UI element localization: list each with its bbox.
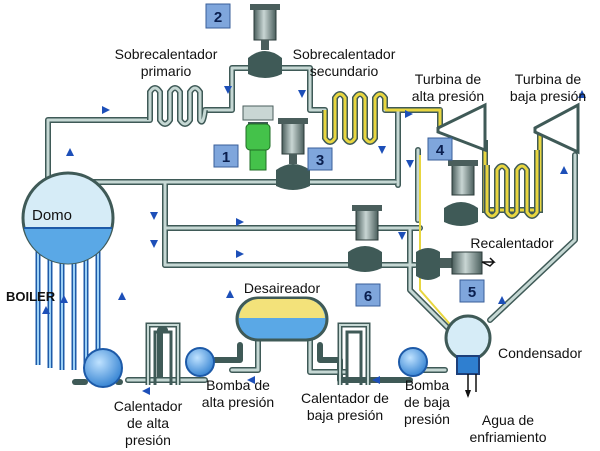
valve-number-box-3: 3 [307,147,333,171]
label-bomba-alta-2: alta presión [202,394,274,410]
label-boiler: BOILER [6,289,56,304]
valve-number-box-1: 1 [213,144,239,168]
label-bomba-alta-1: Bomba de [206,377,270,393]
bomba-baja [398,347,428,377]
label-calentador-baja-2: baja presión [307,407,383,423]
valve-number-box-5: 5 [459,279,485,303]
valve-number-2: 2 [214,9,222,26]
flow-arrows [42,86,586,395]
valve-number-box-2: 2 [205,3,231,29]
condensador [444,314,492,398]
bomba-alta [185,347,215,377]
domo-drum [21,171,115,265]
label-sobrecalentador-primario-2: primario [141,63,192,79]
label-calentador-baja-1: Calentador de [301,390,389,406]
valve-number-box-6: 6 [355,283,381,307]
control-valve-2 [248,4,282,78]
label-bomba-baja-1: Bomba [405,377,450,393]
calentador-alta [145,322,181,385]
text-labels: Sobrecalentador primario Sobrecalentador… [6,46,586,448]
primary-superheater-coil [147,85,208,127]
reheater-coil [484,150,540,219]
label-condensador: Condensador [498,345,582,361]
control-valve-4 [444,160,478,226]
label-bomba-baja-2: de baja [404,394,450,410]
label-turbina-alta-1: Turbina de [415,71,482,87]
label-sobrecalentador-primario-1: Sobrecalentador [115,46,218,62]
label-calentador-alta-1: Calentador [114,398,183,414]
control-valve-1 [242,105,274,171]
label-calentador-alta-3: presión [125,432,171,448]
valve-number-3: 3 [316,152,324,169]
valve-number-6: 6 [364,288,372,305]
secondary-superheater-coil [322,91,388,145]
label-domo: Domo [32,207,72,224]
valve-number-5: 5 [468,284,476,301]
label-turbina-baja-2: baja presión [510,88,586,104]
calentador-baja [337,322,371,385]
boiler-tubes [35,245,123,388]
valve-number-box-4: 4 [427,137,453,161]
label-desaireador: Desaireador [244,280,321,296]
desaireador-tank [235,296,329,342]
label-sobrecalentador-secundario-1: Sobrecalentador [293,46,396,62]
label-agua-enfriamiento-1: Agua de [482,412,534,428]
control-valve-6 [348,205,382,272]
label-bomba-baja-3: presión [404,411,450,427]
valve-number-4: 4 [436,142,445,159]
valve-number-1: 1 [222,149,230,166]
label-turbina-baja-1: Turbina de [515,71,582,87]
control-valve-5 [416,248,496,280]
label-recalentador: Recalentador [470,235,554,251]
label-agua-enfriamiento-2: enfriamiento [469,429,546,445]
label-calentador-alta-2: de alta [127,415,169,431]
label-sobrecalentador-secundario-2: secundario [310,63,379,79]
lp-turbine [533,102,580,155]
label-turbina-alta-2: alta presión [412,88,484,104]
control-valve-3 [276,118,310,190]
hp-turbine [436,102,487,153]
